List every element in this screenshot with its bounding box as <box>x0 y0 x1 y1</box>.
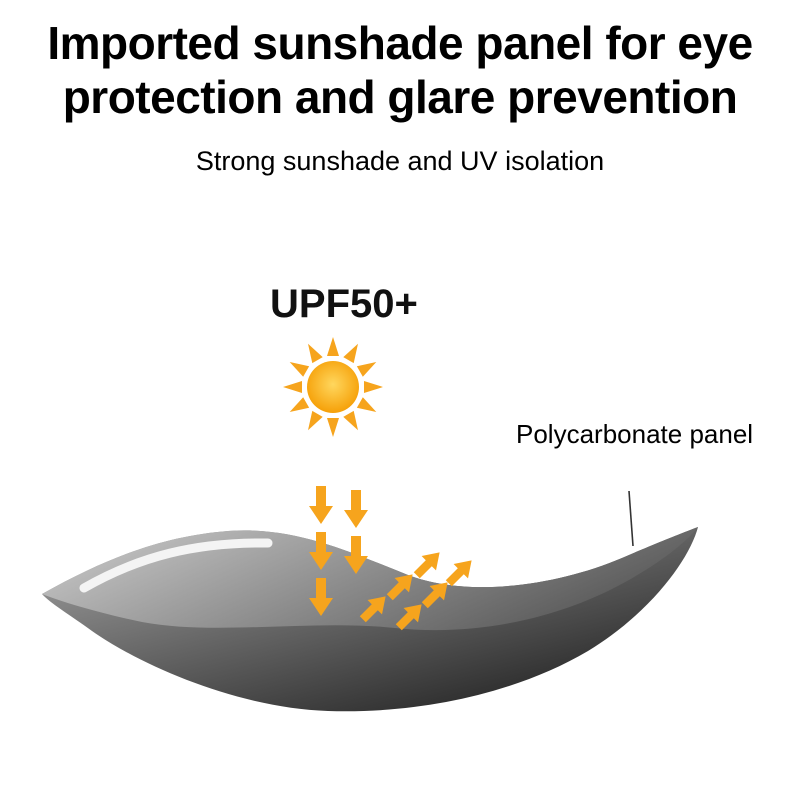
sun-icon <box>283 337 383 437</box>
upf-rating-label: UPF50+ <box>270 282 418 326</box>
panel-top-surface <box>42 527 698 631</box>
panel-highlight-stripe <box>79 538 273 593</box>
subtitle: Strong sunshade and UV isolation <box>195 146 605 176</box>
panel-pointer-line <box>628 490 634 547</box>
down-arrow-icon <box>344 490 368 528</box>
sun-core <box>307 361 359 413</box>
down-arrow-icon <box>309 486 333 524</box>
headline-line-1: Imported sunshade panel for eye <box>47 17 753 69</box>
reflect-arrow-icon <box>409 545 447 583</box>
page-title: Imported sunshade panel for eye protecti… <box>0 16 800 125</box>
headline-line-2: protection and glare prevention <box>62 71 738 124</box>
sunshade-panel <box>42 527 698 712</box>
panel-material-label: Polycarbonate panel <box>516 419 754 449</box>
